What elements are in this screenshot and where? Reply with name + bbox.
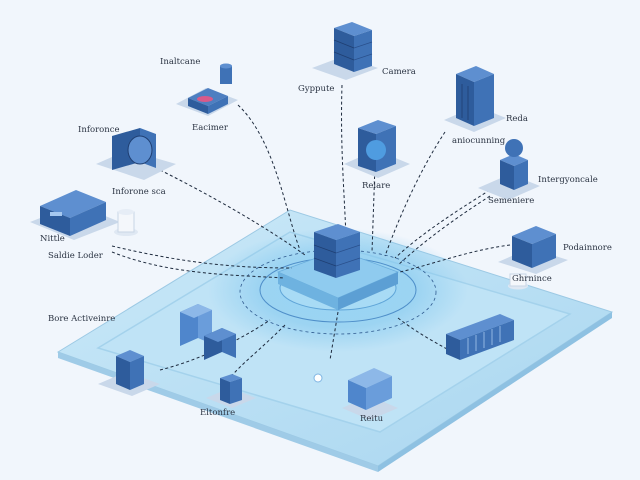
right-sphere-device [478, 139, 540, 200]
link-top-center [371, 164, 376, 253]
label-right-sphere-sub: Semeniere [488, 196, 535, 206]
label-left-monitor: Inforonce [78, 125, 120, 135]
link-left-server-2 [111, 251, 286, 279]
label-platform-front-right: Reitu [360, 414, 384, 424]
label-top-center-device: Relare [362, 181, 391, 191]
link-rack [397, 317, 459, 356]
label-right-box: Podainnore [563, 243, 612, 253]
platform-node [313, 373, 323, 383]
link-front-center [329, 311, 339, 361]
link-sphere-2 [397, 195, 491, 266]
link-front-left [229, 324, 286, 379]
top-left-device [176, 63, 238, 116]
label-camera-sub: Gyppute [298, 84, 335, 94]
platform-edge-right [378, 312, 612, 472]
left-server [30, 190, 120, 240]
label-left-side: Saldie Loder [48, 251, 103, 261]
label-right-sphere: Intergyoncale [538, 175, 598, 185]
label-right-box-sub: Ghrnince [512, 274, 552, 284]
platform-front-box [342, 368, 398, 420]
top-center-device [344, 120, 410, 178]
right-box [498, 226, 568, 290]
left-monitor [96, 128, 176, 180]
central-hub-area [208, 228, 468, 352]
link-left-server [111, 245, 293, 269]
platform-rack [446, 314, 514, 360]
platform-front-left-device [206, 374, 256, 408]
link-sphere [394, 189, 491, 259]
label-platform-left: Bore Activeinre [48, 314, 116, 324]
platform-left-box [98, 350, 160, 396]
label-top-right-tower: Reda [506, 114, 528, 124]
label-camera: Camera [382, 67, 416, 77]
label-platform-front-left: Eltonfre [200, 408, 236, 418]
connections [111, 84, 511, 379]
label-top-right-tower-sub: aniocunning [452, 136, 506, 146]
label-left-server: Inforone sca [112, 187, 166, 197]
top-right-tower [444, 66, 506, 132]
link-top-right-tower [384, 131, 446, 257]
hub-pedestal-side-r [338, 272, 398, 310]
label-left-server-sub: Nittle [40, 234, 65, 244]
link-right-box [399, 244, 511, 273]
link-camera [341, 84, 347, 241]
left-small-device [114, 209, 138, 236]
hub-pedestal-side [278, 272, 338, 310]
central-server [313, 224, 361, 278]
link-top-left-device [237, 104, 301, 251]
link-monitor [159, 169, 306, 256]
label-top-left-device-sub: Eacimer [192, 123, 228, 133]
platform-left-objects [180, 304, 236, 360]
camera-stack [312, 22, 378, 80]
label-top-left-device: Inaltcane [160, 57, 201, 67]
